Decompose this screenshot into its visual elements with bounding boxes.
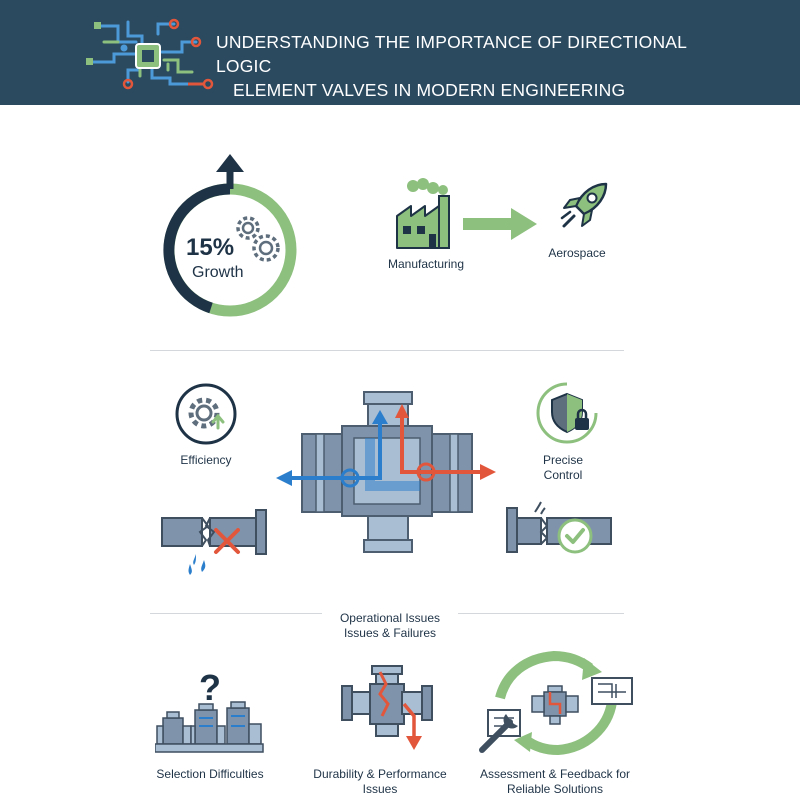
gear-pair-icon [236,216,280,262]
circuit-chip-icon [86,18,214,90]
durability-label: Durability & Performance Issues [302,767,458,797]
durability-line-1: Durability & Performance [313,767,447,781]
assessment-line-2: Reliable Solutions [506,782,604,796]
broken-pipe-icon [161,509,267,575]
issues-section-title: Operational Issues Issues & Failures [320,611,460,641]
efficiency-label: Efficiency [180,453,232,467]
header-banner: UNDERSTANDING THE IMPORTANCE OF DIRECTIO… [0,0,800,105]
directional-valve-icon [276,391,496,553]
issues-title-line-1: Operational Issues [339,611,441,625]
issues-divider-left [150,613,322,614]
selection-label: Selection Difficulties [156,767,264,781]
durability-line-2: Issues [362,782,398,796]
growth-percent: 15% [186,234,235,261]
control-label: Precise Control [528,453,598,483]
aerospace-label: Aerospace [548,246,606,260]
rocket-icon [560,182,608,228]
issues-divider-right [458,613,624,614]
title-line-1: UNDERSTANDING THE IMPORTANCE OF DIRECTIO… [216,32,687,76]
cracked-valve-icon [341,665,433,750]
svg-text:?: ? [199,668,221,708]
manufacturing-label: Manufacturing [387,257,465,271]
shield-lock-icon [536,382,598,444]
fixed-pipe-icon [506,501,612,554]
arrow-right-icon [463,208,537,240]
section-divider [150,350,624,351]
title-line-2: ELEMENT VALVES IN MODERN ENGINEERING [233,80,626,100]
valves-question-icon: ? [155,668,264,753]
gear-up-arrow-icon [175,383,237,445]
growth-ring [163,154,297,317]
factory-icon [396,178,450,249]
page-title: UNDERSTANDING THE IMPORTANCE OF DIRECTIO… [216,30,736,102]
control-line-1: Precise [542,453,583,467]
issues-title-line-2: Issues & Failures [343,626,437,640]
cycle-wrench-blueprint-icon [479,650,633,756]
growth-label: Growth [192,264,244,281]
assessment-line-1: Assessment & Feedback for [479,767,631,781]
assessment-label: Assessment & Feedback for Reliable Solut… [470,767,640,797]
control-line-2: Control [543,468,583,482]
